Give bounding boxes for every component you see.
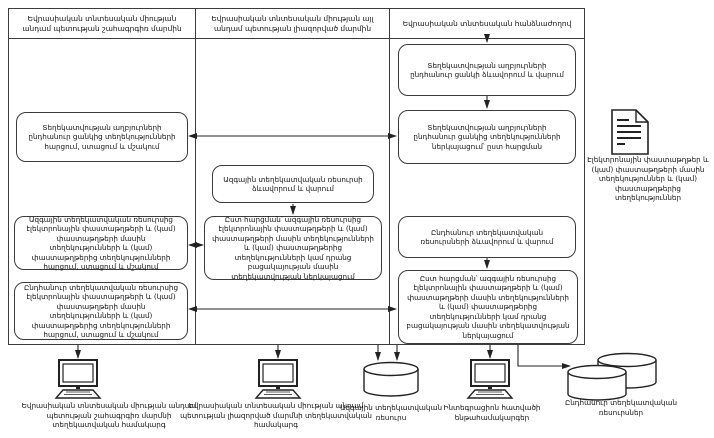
process-box-maintain-sources-list: Տեղեկատվության աղբյուրների ընդհանուր ցան… [398, 44, 576, 96]
system2-label: Եվրասիական տնտեսական միության անդամ պետո… [180, 401, 372, 429]
lane-title: Եվրասիական տնտեսական միության այլ անդամ … [196, 9, 389, 39]
process-box-provide-sources-list: Տեղեկատվության աղբյուրների ընդհանուր ցան… [398, 110, 576, 164]
integration-subsystems-label: Ինտեգրացիոն հատվածի ենթահամակարգեր [443, 403, 541, 422]
computer-icon [254, 359, 302, 399]
process-box-provide-on-request: Ըստ հարցման՝ ազգային ռեսուրսից էլեկտրոնա… [398, 270, 578, 344]
process-box-maintain-common-resources: Ընդհանուր տեղեկատվական ռեսուրսների ձևավո… [398, 216, 576, 258]
national-resource-label: Ազգային տեղեկատվական ռեսուրս [339, 403, 443, 422]
computer-icon [54, 359, 102, 399]
arrow-lane3-to-common-db [517, 345, 571, 369]
process-box-request-national-resource: Ազգային տեղեկատվական ռեսուրսից էլեկտրոնա… [14, 215, 188, 271]
process-box-maintain-national-resource: Ազգային տեղեկատվական ռեսուրսի ձևավորում … [212, 165, 374, 203]
database-cylinder-icon [363, 361, 419, 397]
database-cylinders-icon [567, 352, 657, 401]
process-box-request-common-resource: Ընդհանուր տեղեկատվական ռեսուրսից էլեկտրո… [14, 282, 188, 340]
lane-title: Եվրասիական տնտեսական միության անդամ պետո… [9, 9, 195, 39]
system1-label: Եվրասիական տնտեսական միության անդամ պետո… [21, 401, 197, 429]
process-box-provide-from-national-resource: Ըստ հարցման՝ ազգային ռեսուրսից էլեկտրոնա… [204, 215, 382, 281]
document-icon [611, 109, 649, 155]
document-note-label: Էլեկտրոնային փաստաթղթեր և (կամ) փաստաթղթ… [587, 155, 709, 202]
process-box-request-sources-list: Տեղեկատվության աղբյուրների ընդհանուր ցան… [16, 112, 188, 162]
computer-icon [466, 359, 514, 399]
common-resources-label: Ընդհանուր տեղեկատվական ռեսուրսներ [564, 398, 678, 417]
